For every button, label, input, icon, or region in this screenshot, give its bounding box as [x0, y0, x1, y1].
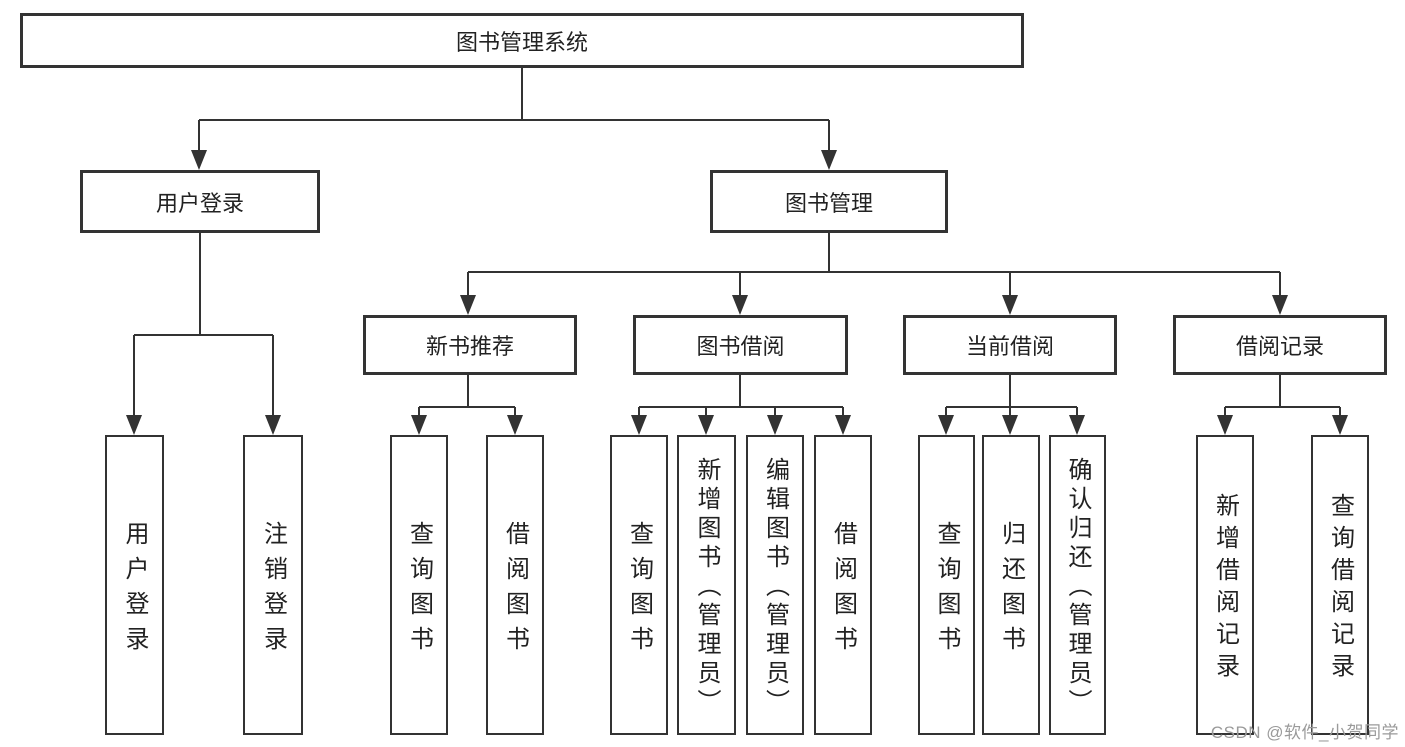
leaf-confirm-return-admin: 确认归还（管理员） — [1049, 435, 1106, 735]
node-user-login-label: 用户登录 — [155, 190, 244, 216]
node-book-borrow-label: 图书借阅 — [696, 334, 785, 359]
leaf-borrow-books-recommend: 借阅图书 — [486, 435, 544, 735]
leaf-query-books-recommend: 查询图书 — [390, 435, 448, 735]
leaf-add-borrow-record: 新增借阅记录 — [1196, 435, 1254, 735]
node-book-borrow: 图书借阅 — [633, 315, 848, 375]
leaf-add-borrow-record-label: 新增借阅记录 — [1211, 493, 1239, 685]
node-new-book-recommend-label: 新书推荐 — [425, 334, 514, 359]
leaf-query-books-current-label: 查询图书 — [933, 520, 960, 661]
leaf-borrow-books-label: 借阅图书 — [829, 520, 857, 661]
leaf-return-books-label: 归还图书 — [997, 520, 1025, 661]
node-new-book-recommend: 新书推荐 — [363, 315, 577, 375]
leaf-query-borrow-record-label: 查询借阅记录 — [1326, 493, 1354, 685]
node-book-management: 图书管理 — [710, 170, 948, 233]
leaf-edit-books-admin-label: 编辑图书（管理员） — [761, 457, 789, 718]
leaf-query-books-current: 查询图书 — [918, 435, 975, 735]
node-borrow-records-label: 借阅记录 — [1235, 334, 1324, 359]
leaf-user-login: 用户登录 — [105, 435, 164, 735]
root-node-label: 图书管理系统 — [455, 29, 588, 55]
leaf-query-books-borrow: 查询图书 — [610, 435, 668, 735]
node-book-management-label: 图书管理 — [784, 190, 873, 216]
leaf-query-books-recommend-label: 查询图书 — [405, 520, 433, 661]
leaf-borrow-books-recommend-label: 借阅图书 — [501, 520, 529, 661]
leaf-query-borrow-record: 查询借阅记录 — [1311, 435, 1369, 735]
leaf-confirm-return-admin-label: 确认归还（管理员） — [1064, 457, 1091, 718]
leaf-edit-books-admin: 编辑图书（管理员） — [746, 435, 804, 735]
node-user-login: 用户登录 — [80, 170, 320, 233]
leaf-logout: 注销登录 — [243, 435, 303, 735]
leaf-query-books-borrow-label: 查询图书 — [625, 520, 653, 661]
leaf-borrow-books: 借阅图书 — [814, 435, 872, 735]
leaf-add-books-admin: 新增图书（管理员） — [677, 435, 736, 735]
csdn-watermark: CSDN @软件_小贺同学 — [1210, 723, 1399, 742]
leaf-return-books: 归还图书 — [982, 435, 1040, 735]
node-current-borrow: 当前借阅 — [903, 315, 1117, 375]
leaf-user-login-label: 用户登录 — [121, 520, 148, 661]
node-current-borrow-label: 当前借阅 — [965, 334, 1054, 359]
node-borrow-records: 借阅记录 — [1173, 315, 1387, 375]
root-node-library-system: 图书管理系统 — [20, 13, 1024, 68]
leaf-logout-label: 注销登录 — [259, 520, 287, 661]
leaf-add-books-admin-label: 新增图书（管理员） — [693, 457, 720, 718]
